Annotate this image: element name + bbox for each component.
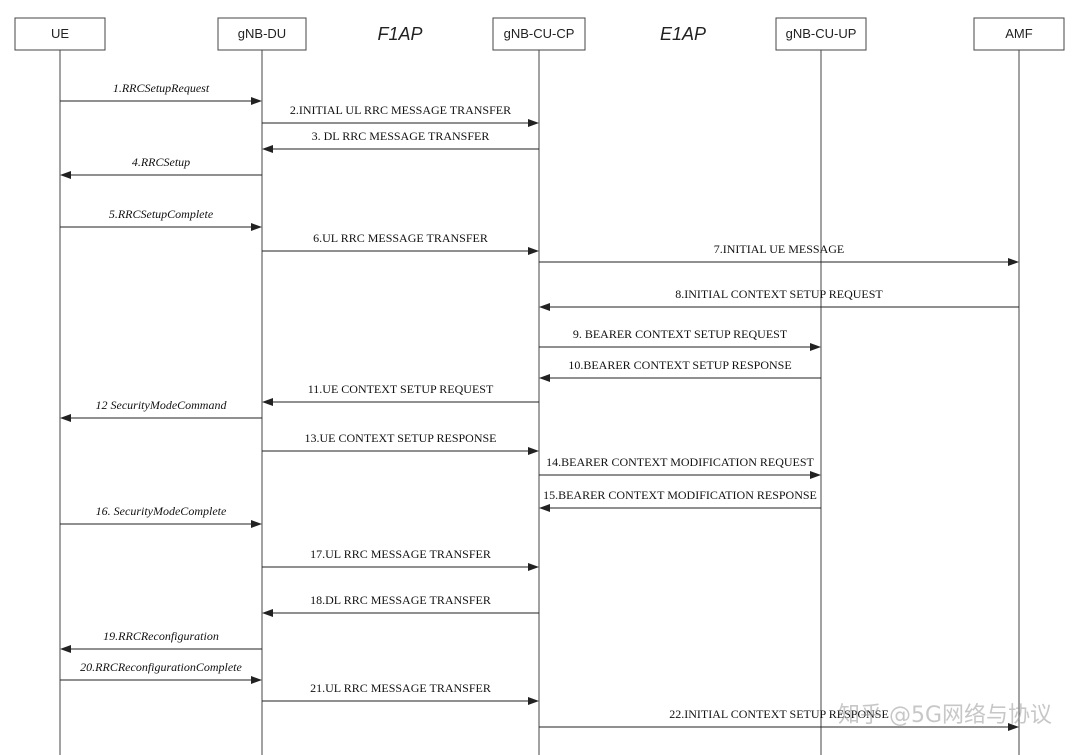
message-label: 6.UL RRC MESSAGE TRANSFER bbox=[313, 231, 488, 245]
message-label: 7.INITIAL UE MESSAGE bbox=[714, 242, 845, 256]
arrowhead bbox=[1008, 258, 1019, 266]
message-20: 20.RRCReconfigurationComplete bbox=[60, 660, 262, 684]
message-7: 7.INITIAL UE MESSAGE bbox=[539, 242, 1019, 266]
message-label: 22.INITIAL CONTEXT SETUP RESPONSE bbox=[669, 707, 889, 721]
message-label: 18.DL RRC MESSAGE TRANSFER bbox=[310, 593, 491, 607]
entity-label-cucp: gNB-CU-CP bbox=[504, 26, 575, 41]
message-15: 15.BEARER CONTEXT MODIFICATION RESPONSE bbox=[539, 488, 821, 512]
arrowhead bbox=[251, 223, 262, 231]
arrowhead bbox=[528, 447, 539, 455]
message-13: 13.UE CONTEXT SETUP RESPONSE bbox=[262, 431, 539, 455]
entity-label-cuup: gNB-CU-UP bbox=[786, 26, 857, 41]
messages: 1.RRCSetupRequest 2.INITIAL UL RRC MESSAG… bbox=[60, 81, 1019, 731]
message-9: 9. BEARER CONTEXT SETUP REQUEST bbox=[539, 327, 821, 351]
message-label: 10.BEARER CONTEXT SETUP RESPONSE bbox=[568, 358, 791, 372]
entity-box-ue bbox=[14, 17, 106, 51]
arrowhead bbox=[539, 504, 550, 512]
entity-box-du bbox=[217, 17, 307, 51]
arrowhead bbox=[60, 414, 71, 422]
arrowhead bbox=[810, 343, 821, 351]
arrowhead bbox=[539, 303, 550, 311]
arrowhead bbox=[1008, 723, 1019, 731]
arrowhead bbox=[251, 676, 262, 684]
message-label: 8.INITIAL CONTEXT SETUP REQUEST bbox=[675, 287, 883, 301]
message-label: 21.UL RRC MESSAGE TRANSFER bbox=[310, 681, 491, 695]
entity-boxes: UE gNB-DU gNB-CU-CP gNB-CU-UP AMF bbox=[14, 17, 1065, 51]
message-12: 12 SecurityModeCommand bbox=[60, 398, 262, 422]
message-10: 10.BEARER CONTEXT SETUP RESPONSE bbox=[539, 358, 821, 382]
arrowhead bbox=[262, 145, 273, 153]
entity-box-amf bbox=[973, 17, 1065, 51]
message-label: 19.RRCReconfiguration bbox=[103, 629, 219, 643]
arrowhead bbox=[539, 374, 550, 382]
message-3: 3. DL RRC MESSAGE TRANSFER bbox=[262, 129, 539, 153]
message-17: 17.UL RRC MESSAGE TRANSFER bbox=[262, 547, 539, 571]
message-label: 15.BEARER CONTEXT MODIFICATION RESPONSE bbox=[543, 488, 817, 502]
message-6: 6.UL RRC MESSAGE TRANSFER bbox=[262, 231, 539, 255]
message-5: 5.RRCSetupComplete bbox=[60, 207, 262, 231]
message-2: 2.INITIAL UL RRC MESSAGE TRANSFER bbox=[262, 103, 539, 127]
message-16: 16. SecurityModeComplete bbox=[60, 504, 262, 528]
message-label: 3. DL RRC MESSAGE TRANSFER bbox=[312, 129, 490, 143]
arrowhead bbox=[60, 171, 71, 179]
entity-box-cuup bbox=[775, 17, 867, 51]
arrowhead bbox=[528, 697, 539, 705]
message-label: 1.RRCSetupRequest bbox=[113, 81, 210, 95]
arrowhead bbox=[528, 119, 539, 127]
entity-label-du: gNB-DU bbox=[238, 26, 286, 41]
message-label: 14.BEARER CONTEXT MODIFICATION REQUEST bbox=[546, 455, 814, 469]
arrowhead bbox=[528, 563, 539, 571]
message-label: 12 SecurityModeCommand bbox=[96, 398, 228, 412]
message-21: 21.UL RRC MESSAGE TRANSFER bbox=[262, 681, 539, 705]
message-11: 11.UE CONTEXT SETUP REQUEST bbox=[262, 382, 539, 406]
entity-label-amf: AMF bbox=[1005, 26, 1033, 41]
protocol-label-e1ap: E1AP bbox=[660, 24, 706, 44]
entity-label-ue: UE bbox=[51, 26, 69, 41]
message-8: 8.INITIAL CONTEXT SETUP REQUEST bbox=[539, 287, 1019, 311]
message-label: 17.UL RRC MESSAGE TRANSFER bbox=[310, 547, 491, 561]
arrowhead bbox=[251, 97, 262, 105]
message-19: 19.RRCReconfiguration bbox=[60, 629, 262, 653]
message-label: 5.RRCSetupComplete bbox=[109, 207, 214, 221]
message-4: 4.RRCSetup bbox=[60, 155, 262, 179]
arrowhead bbox=[528, 247, 539, 255]
protocol-labels: F1AP E1AP bbox=[377, 24, 706, 44]
arrowhead bbox=[251, 520, 262, 528]
message-label: 4.RRCSetup bbox=[132, 155, 190, 169]
message-14: 14.BEARER CONTEXT MODIFICATION REQUEST bbox=[539, 455, 821, 479]
message-1: 1.RRCSetupRequest bbox=[60, 81, 262, 105]
arrowhead bbox=[262, 398, 273, 406]
message-label: 11.UE CONTEXT SETUP REQUEST bbox=[308, 382, 494, 396]
message-label: 20.RRCReconfigurationComplete bbox=[80, 660, 242, 674]
arrowhead bbox=[810, 471, 821, 479]
arrowhead bbox=[60, 645, 71, 653]
message-label: 13.UE CONTEXT SETUP RESPONSE bbox=[304, 431, 496, 445]
entity-box-cucp bbox=[492, 17, 586, 51]
arrowhead bbox=[262, 609, 273, 617]
protocol-label-f1ap: F1AP bbox=[377, 24, 422, 44]
message-18: 18.DL RRC MESSAGE TRANSFER bbox=[262, 593, 539, 617]
message-label: 16. SecurityModeComplete bbox=[96, 504, 227, 518]
message-label: 9. BEARER CONTEXT SETUP REQUEST bbox=[573, 327, 788, 341]
message-label: 2.INITIAL UL RRC MESSAGE TRANSFER bbox=[290, 103, 511, 117]
message-22: 22.INITIAL CONTEXT SETUP RESPONSE bbox=[539, 707, 1019, 731]
watermark: 知乎 @5G网络与协议 bbox=[838, 703, 1052, 728]
